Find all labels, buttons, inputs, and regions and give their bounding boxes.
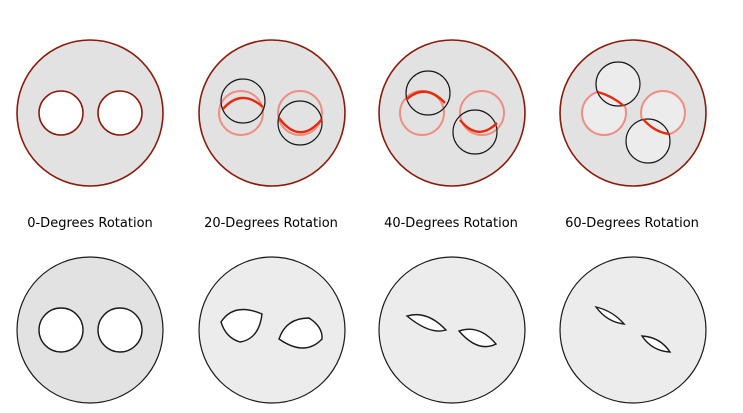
top-panel-20deg	[198, 39, 346, 187]
outer-disc	[559, 256, 707, 404]
rotated-circle-left	[405, 70, 451, 116]
overlap-arc-left	[222, 96, 264, 110]
left-lens-hole	[594, 305, 626, 325]
outer-disc	[559, 39, 707, 187]
rotated-circle-right	[277, 100, 323, 146]
outer-disc	[198, 256, 346, 404]
right-hole	[97, 90, 143, 136]
outer-disc	[16, 39, 164, 187]
right-hole	[97, 307, 143, 353]
left-hole	[38, 307, 84, 353]
fixed-circle-right	[459, 90, 505, 136]
top-panel-60deg	[559, 39, 707, 187]
bottom-panel-60deg	[559, 256, 707, 404]
rotation-label-60: 60-Degrees Rotation	[565, 216, 699, 231]
bottom-panel-20deg	[198, 256, 346, 404]
right-lens-hole	[640, 335, 672, 353]
outer-disc	[378, 256, 526, 404]
fixed-circle-left	[218, 90, 264, 136]
rotated-circle-left	[220, 78, 266, 124]
right-lens-hole	[457, 328, 498, 348]
overlap-arc-left	[597, 90, 625, 107]
rotated-circle-left	[595, 61, 641, 107]
left-lens-hole	[220, 308, 263, 343]
fixed-circle-right	[277, 90, 323, 136]
overlap-arc-right	[278, 117, 323, 134]
overlap-arc-right	[642, 118, 670, 136]
overlap-arc-right	[459, 119, 498, 133]
rotation-label-20: 20-Degrees Rotation	[204, 216, 338, 231]
left-hole	[38, 90, 84, 136]
overlap-arc-left	[405, 90, 446, 104]
top-panel-0deg	[16, 39, 164, 187]
top-panel-40deg	[378, 39, 526, 187]
rotated-circle-right	[452, 109, 498, 155]
outer-disc	[198, 39, 346, 187]
rotation-label-0: 0-Degrees Rotation	[27, 216, 153, 231]
bottom-panel-40deg	[378, 256, 526, 404]
bottom-panel-0deg	[16, 256, 164, 404]
outer-disc	[16, 256, 164, 404]
right-lens-hole	[278, 317, 323, 349]
rotation-label-40: 40-Degrees Rotation	[384, 216, 518, 231]
left-lens-hole	[405, 313, 448, 332]
